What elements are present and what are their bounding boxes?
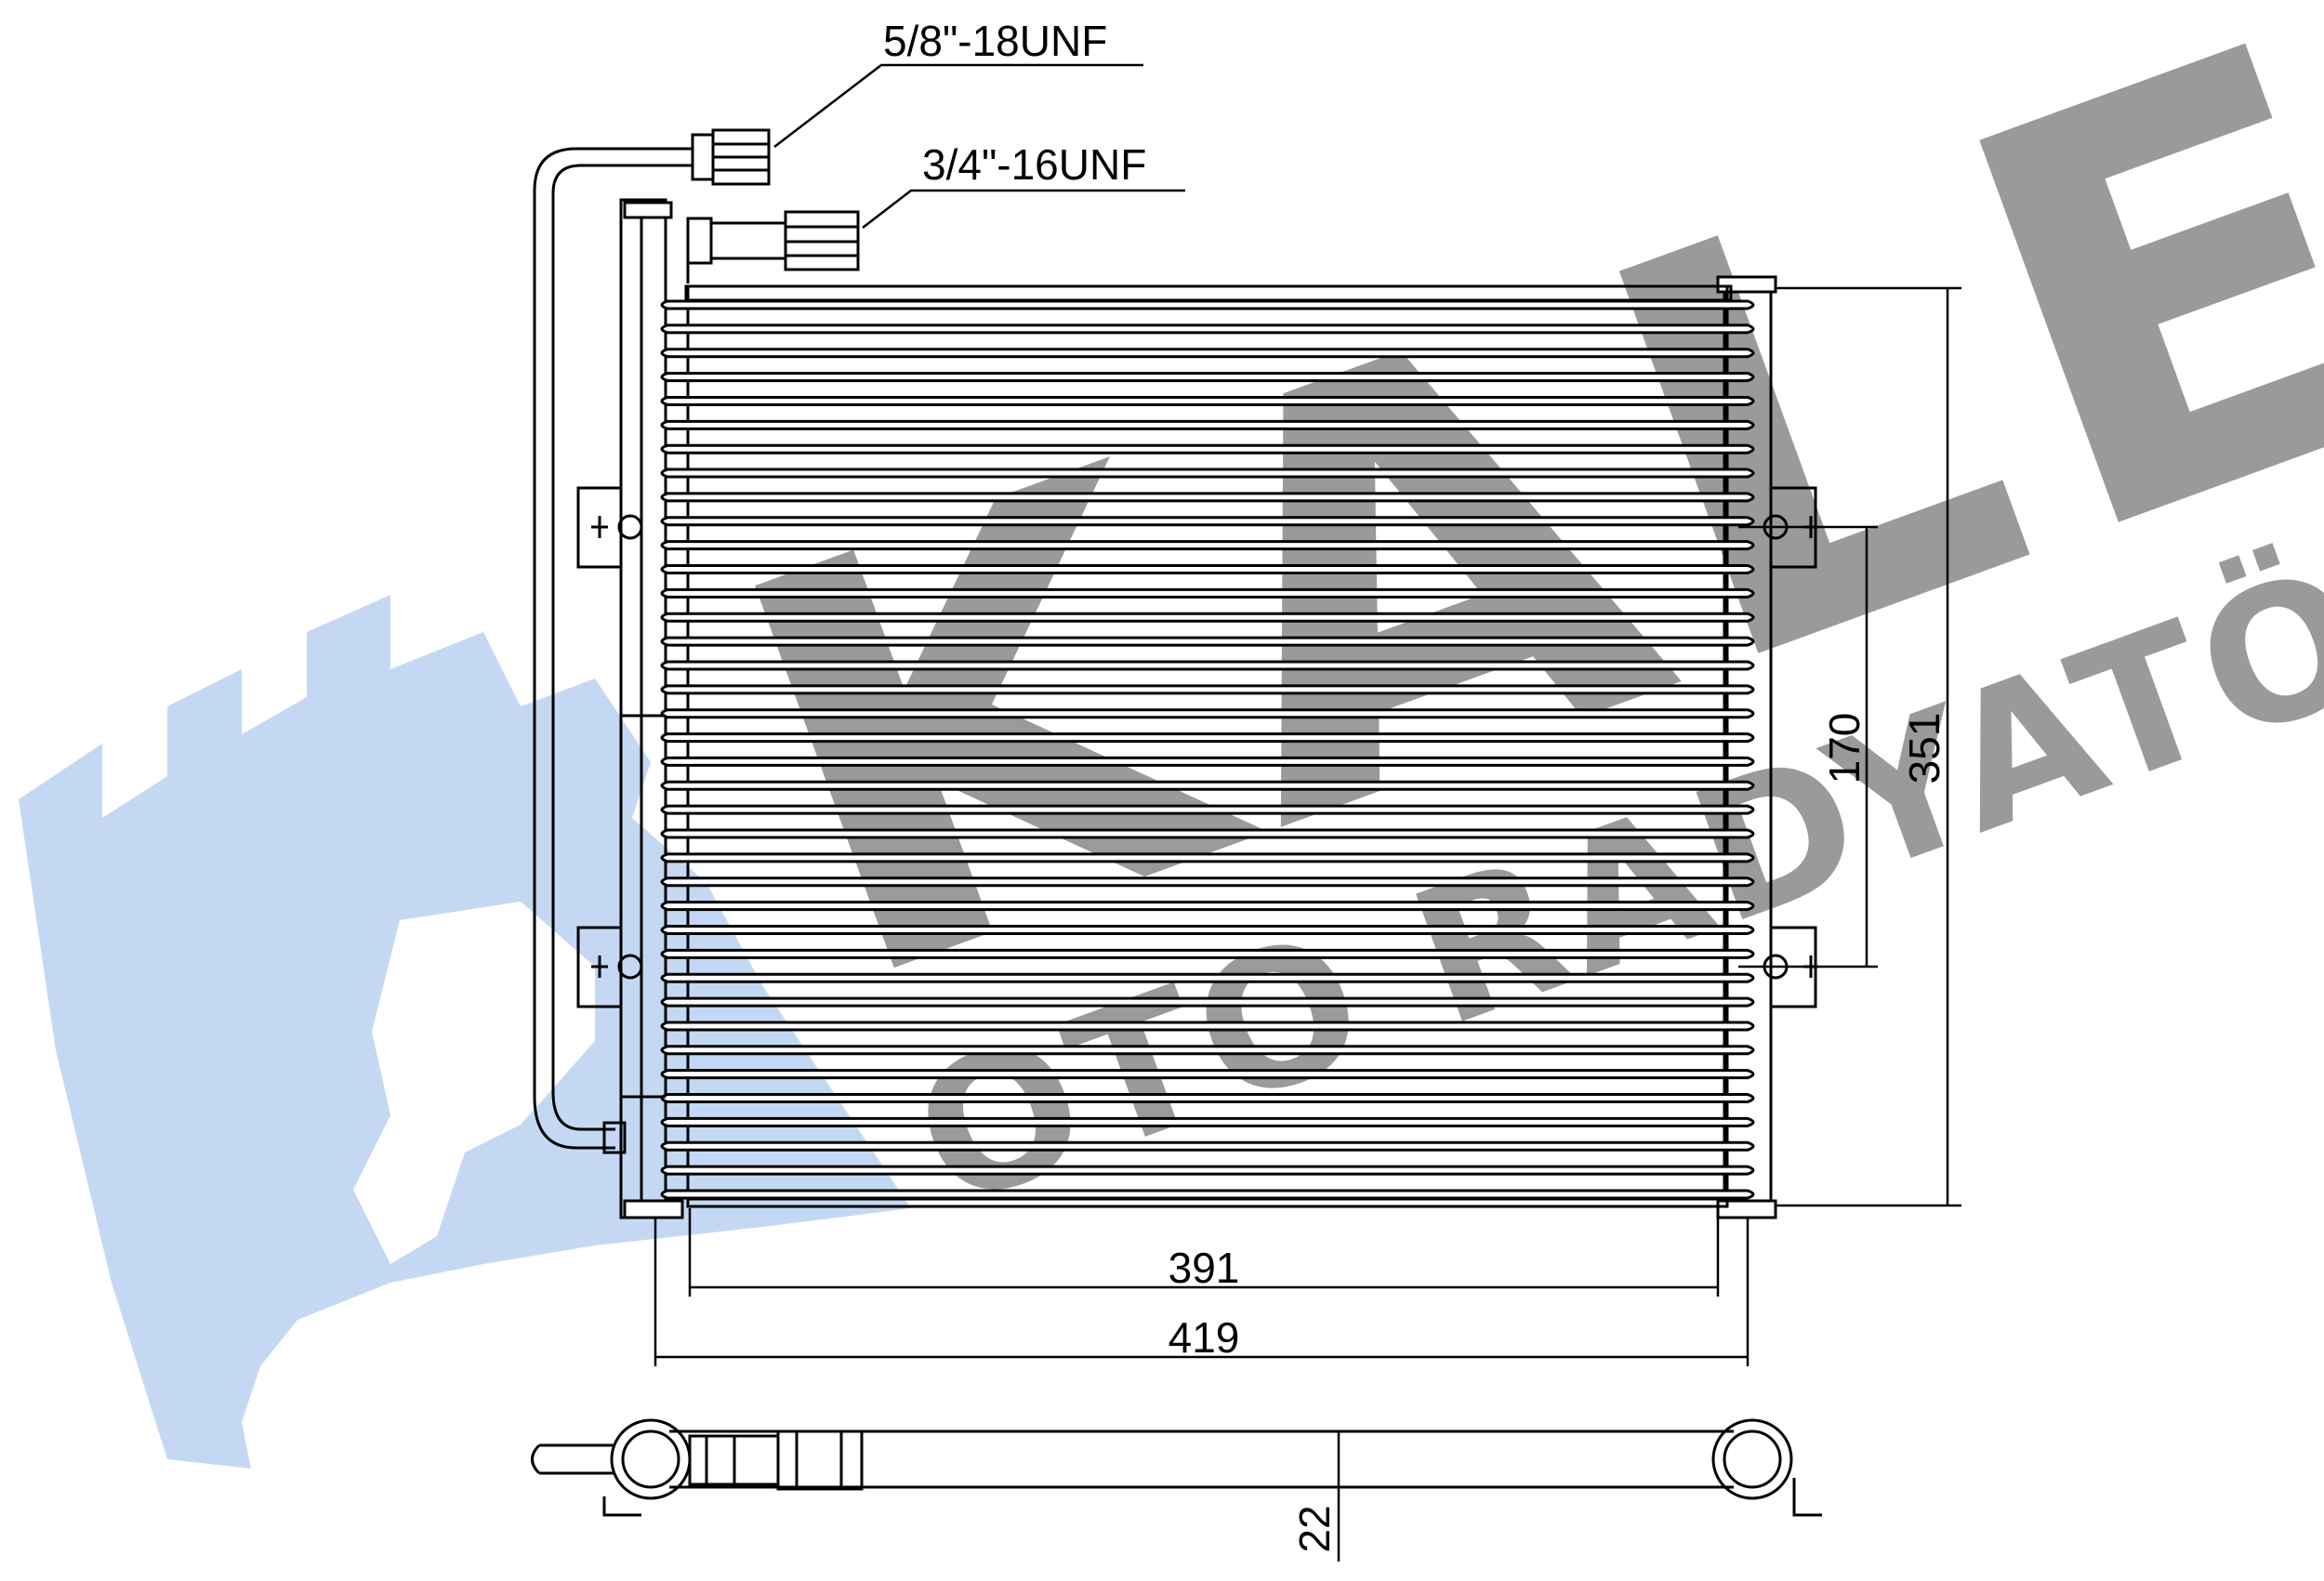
top-view-right-tank xyxy=(1711,1418,1793,1500)
outlet-fitting-collar xyxy=(686,217,713,265)
condenser-tube xyxy=(660,1189,1755,1200)
condenser-tube xyxy=(660,1069,1755,1080)
condenser-tube xyxy=(660,996,1755,1008)
left-bracket-lower xyxy=(576,926,643,1008)
condenser-tube xyxy=(660,1116,1755,1127)
top-view-left-bracket xyxy=(602,1496,641,1517)
inlet-thread-leader xyxy=(773,63,1143,148)
inlet-pipe-end xyxy=(602,1121,627,1154)
condenser-tube xyxy=(660,684,1755,695)
condenser-top-view xyxy=(531,1418,1822,1517)
condenser-tube xyxy=(660,1140,1755,1152)
condenser-tube xyxy=(660,780,1755,791)
condenser-tube xyxy=(660,948,1755,959)
core-width-label: 391 xyxy=(1169,1244,1240,1292)
inlet-pipe-inner xyxy=(551,164,693,1131)
callout-leaders xyxy=(773,63,1185,229)
condenser-tube xyxy=(660,419,1755,430)
top-view-outlet-fitting xyxy=(776,1429,864,1491)
condenser-tube xyxy=(660,660,1755,671)
condenser-tube xyxy=(660,1045,1755,1056)
thickness-label: 22 xyxy=(1290,1505,1339,1552)
condenser-tube xyxy=(660,348,1755,359)
condenser-tube xyxy=(660,612,1755,623)
condenser-tube xyxy=(660,516,1755,527)
condenser-tube xyxy=(660,828,1755,839)
top-view-inlet-pipe xyxy=(531,1443,614,1475)
condenser-tube xyxy=(660,443,1755,455)
condenser-tube xyxy=(660,636,1755,647)
left-tank-top-cap xyxy=(623,201,673,219)
dimension-lines xyxy=(654,286,1961,1366)
condenser-tube xyxy=(660,564,1755,575)
overall-height-label: 351 xyxy=(1900,713,1948,784)
condenser-tube xyxy=(660,732,1755,744)
condenser-tubes xyxy=(660,299,1755,1200)
condenser-tube xyxy=(660,901,1755,912)
condenser-tube xyxy=(660,972,1755,983)
condenser-tube xyxy=(660,1093,1755,1104)
outlet-thread-label: 3/4"-16UNF xyxy=(922,140,1146,189)
condenser-tube xyxy=(660,708,1755,719)
condenser-tube xyxy=(660,468,1755,479)
condenser-tube xyxy=(660,924,1755,935)
condenser-tube xyxy=(660,756,1755,767)
left-bracket-upper xyxy=(576,486,643,569)
condenser-front-view xyxy=(533,128,1818,1219)
condenser-tube xyxy=(660,852,1755,863)
overall-width-label: 419 xyxy=(1169,1313,1240,1362)
top-view-right-bracket xyxy=(1792,1478,1822,1517)
condenser-tube xyxy=(660,1165,1755,1176)
left-tank-bottom-cap xyxy=(623,1199,684,1219)
inlet-thread-label: 5/8"-18UNF xyxy=(883,17,1107,65)
outlet-thread-leader xyxy=(862,189,1185,229)
bracket-spacing-label: 170 xyxy=(1820,713,1868,784)
condenser-tube xyxy=(660,876,1755,888)
condenser-tube xyxy=(660,492,1755,503)
outlet-fitting-pipe xyxy=(709,221,787,260)
condenser-tube xyxy=(660,540,1755,551)
condenser-tube xyxy=(660,804,1755,815)
condenser-tube xyxy=(660,1021,1755,1032)
condenser-tube xyxy=(660,395,1755,406)
condenser-tube xyxy=(660,587,1755,599)
condenser-tube xyxy=(660,299,1755,310)
condenser-tube xyxy=(660,323,1755,335)
condenser-tube xyxy=(660,372,1755,383)
inlet-fitting-nut xyxy=(691,133,715,181)
inlet-pipe xyxy=(533,147,693,1150)
